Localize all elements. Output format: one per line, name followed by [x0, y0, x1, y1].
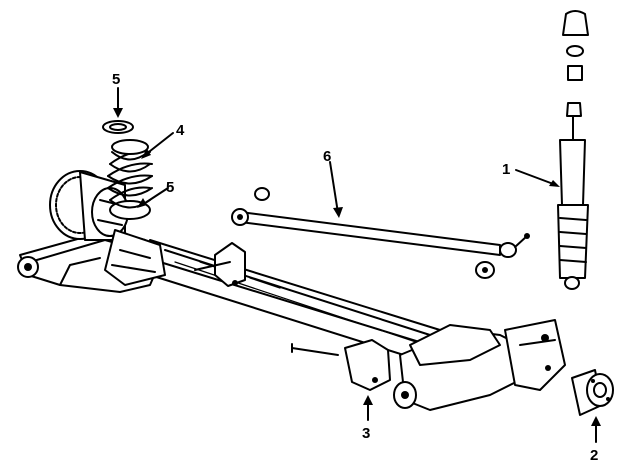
hub-bearing: [571, 369, 614, 416]
coil-spring: [107, 139, 153, 220]
callout-1: 1: [502, 161, 510, 178]
center-bracket: [194, 242, 246, 287]
callout-3: 3: [362, 425, 370, 442]
callout-5-lower: 5: [166, 179, 174, 196]
spring-insulator-upper: [102, 120, 134, 134]
shock-absorber: [557, 10, 589, 290]
callout-4: 4: [176, 122, 185, 139]
callout-2: 2: [590, 447, 598, 464]
callout-5-upper: 5: [112, 71, 120, 88]
right-trailing-arm: [393, 319, 566, 411]
bracket: [291, 339, 391, 391]
brake-drum: [49, 170, 166, 286]
callout-6: 6: [323, 148, 331, 165]
track-bar: [231, 187, 530, 279]
leader-lines: [113, 87, 601, 443]
